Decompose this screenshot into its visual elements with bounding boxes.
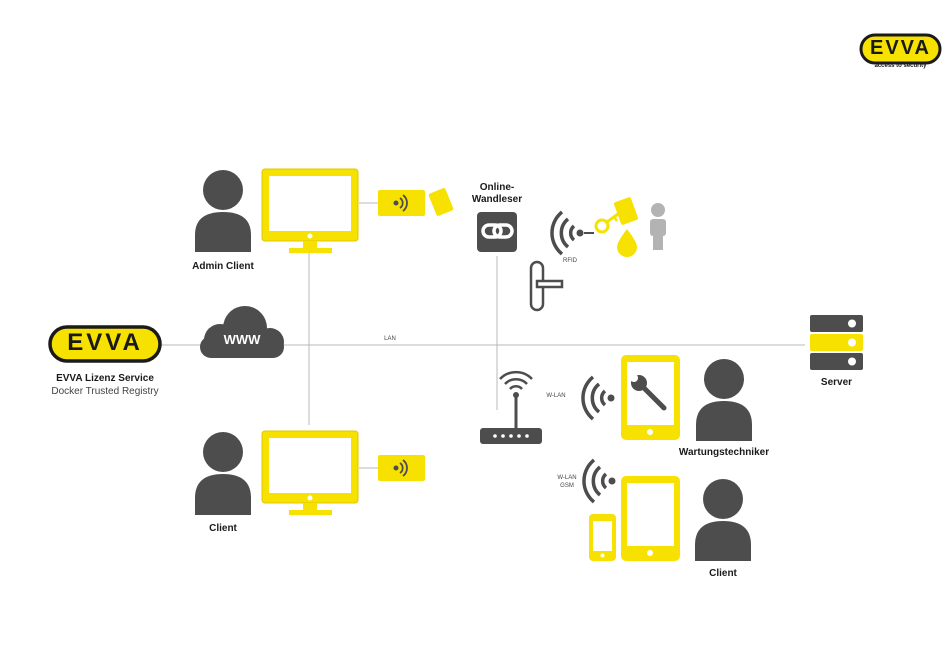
online-reader-link-icon [477,212,517,252]
admin-client-label: Admin Client [173,261,273,272]
router-wlan-label: W-LAN [541,393,571,399]
client-monitor-icon [262,431,358,515]
client-card-reader-icon [378,455,425,481]
admin-card-reader-icon [378,190,425,216]
mobile-wifi-icon [584,460,616,502]
lan-label: LAN [380,336,400,342]
server-label: Server [804,377,869,388]
brand-tagline: access to security [861,63,940,69]
mobile-gsm-label: GSM [552,483,582,489]
license-service-name: EVVA Lizenz Service [30,373,180,384]
technician-wifi-icon [583,377,615,419]
license-logo-text: EVVA [50,329,160,357]
admin-monitor-icon [262,169,358,253]
rfid-label: RFID [558,258,582,264]
online-reader-label-line1: Online- [457,182,537,193]
person-grey-icon [650,203,666,250]
brand-logo-text: EVVA [861,37,940,60]
door-handle-icon [531,262,562,310]
mobile-client-person-icon [695,479,751,561]
client-mobile-label: Client [673,568,773,579]
mobile-wlan-label: W-LAN [552,475,582,481]
technician-label: Wartungstechniker [664,447,784,458]
online-reader-label-line2: Wandleser [457,194,537,205]
tag-icon [617,229,637,257]
client-desktop-label: Client [173,523,273,534]
rfid-card-icon [428,188,454,217]
rfid-card-2-icon [613,197,638,226]
key-icon [596,214,618,232]
cloud-label: WWW [200,332,284,347]
server-icon [810,315,863,370]
admin-client-person-icon [195,170,251,252]
license-service-subtitle: Docker Trusted Registry [30,386,180,397]
router-icon [480,372,542,444]
phone-icon [589,514,616,561]
rfid-wifi-icon [552,212,584,254]
mobile-tablet-icon [621,476,680,561]
technician-person-icon [696,359,752,441]
client-person-icon [195,432,251,515]
